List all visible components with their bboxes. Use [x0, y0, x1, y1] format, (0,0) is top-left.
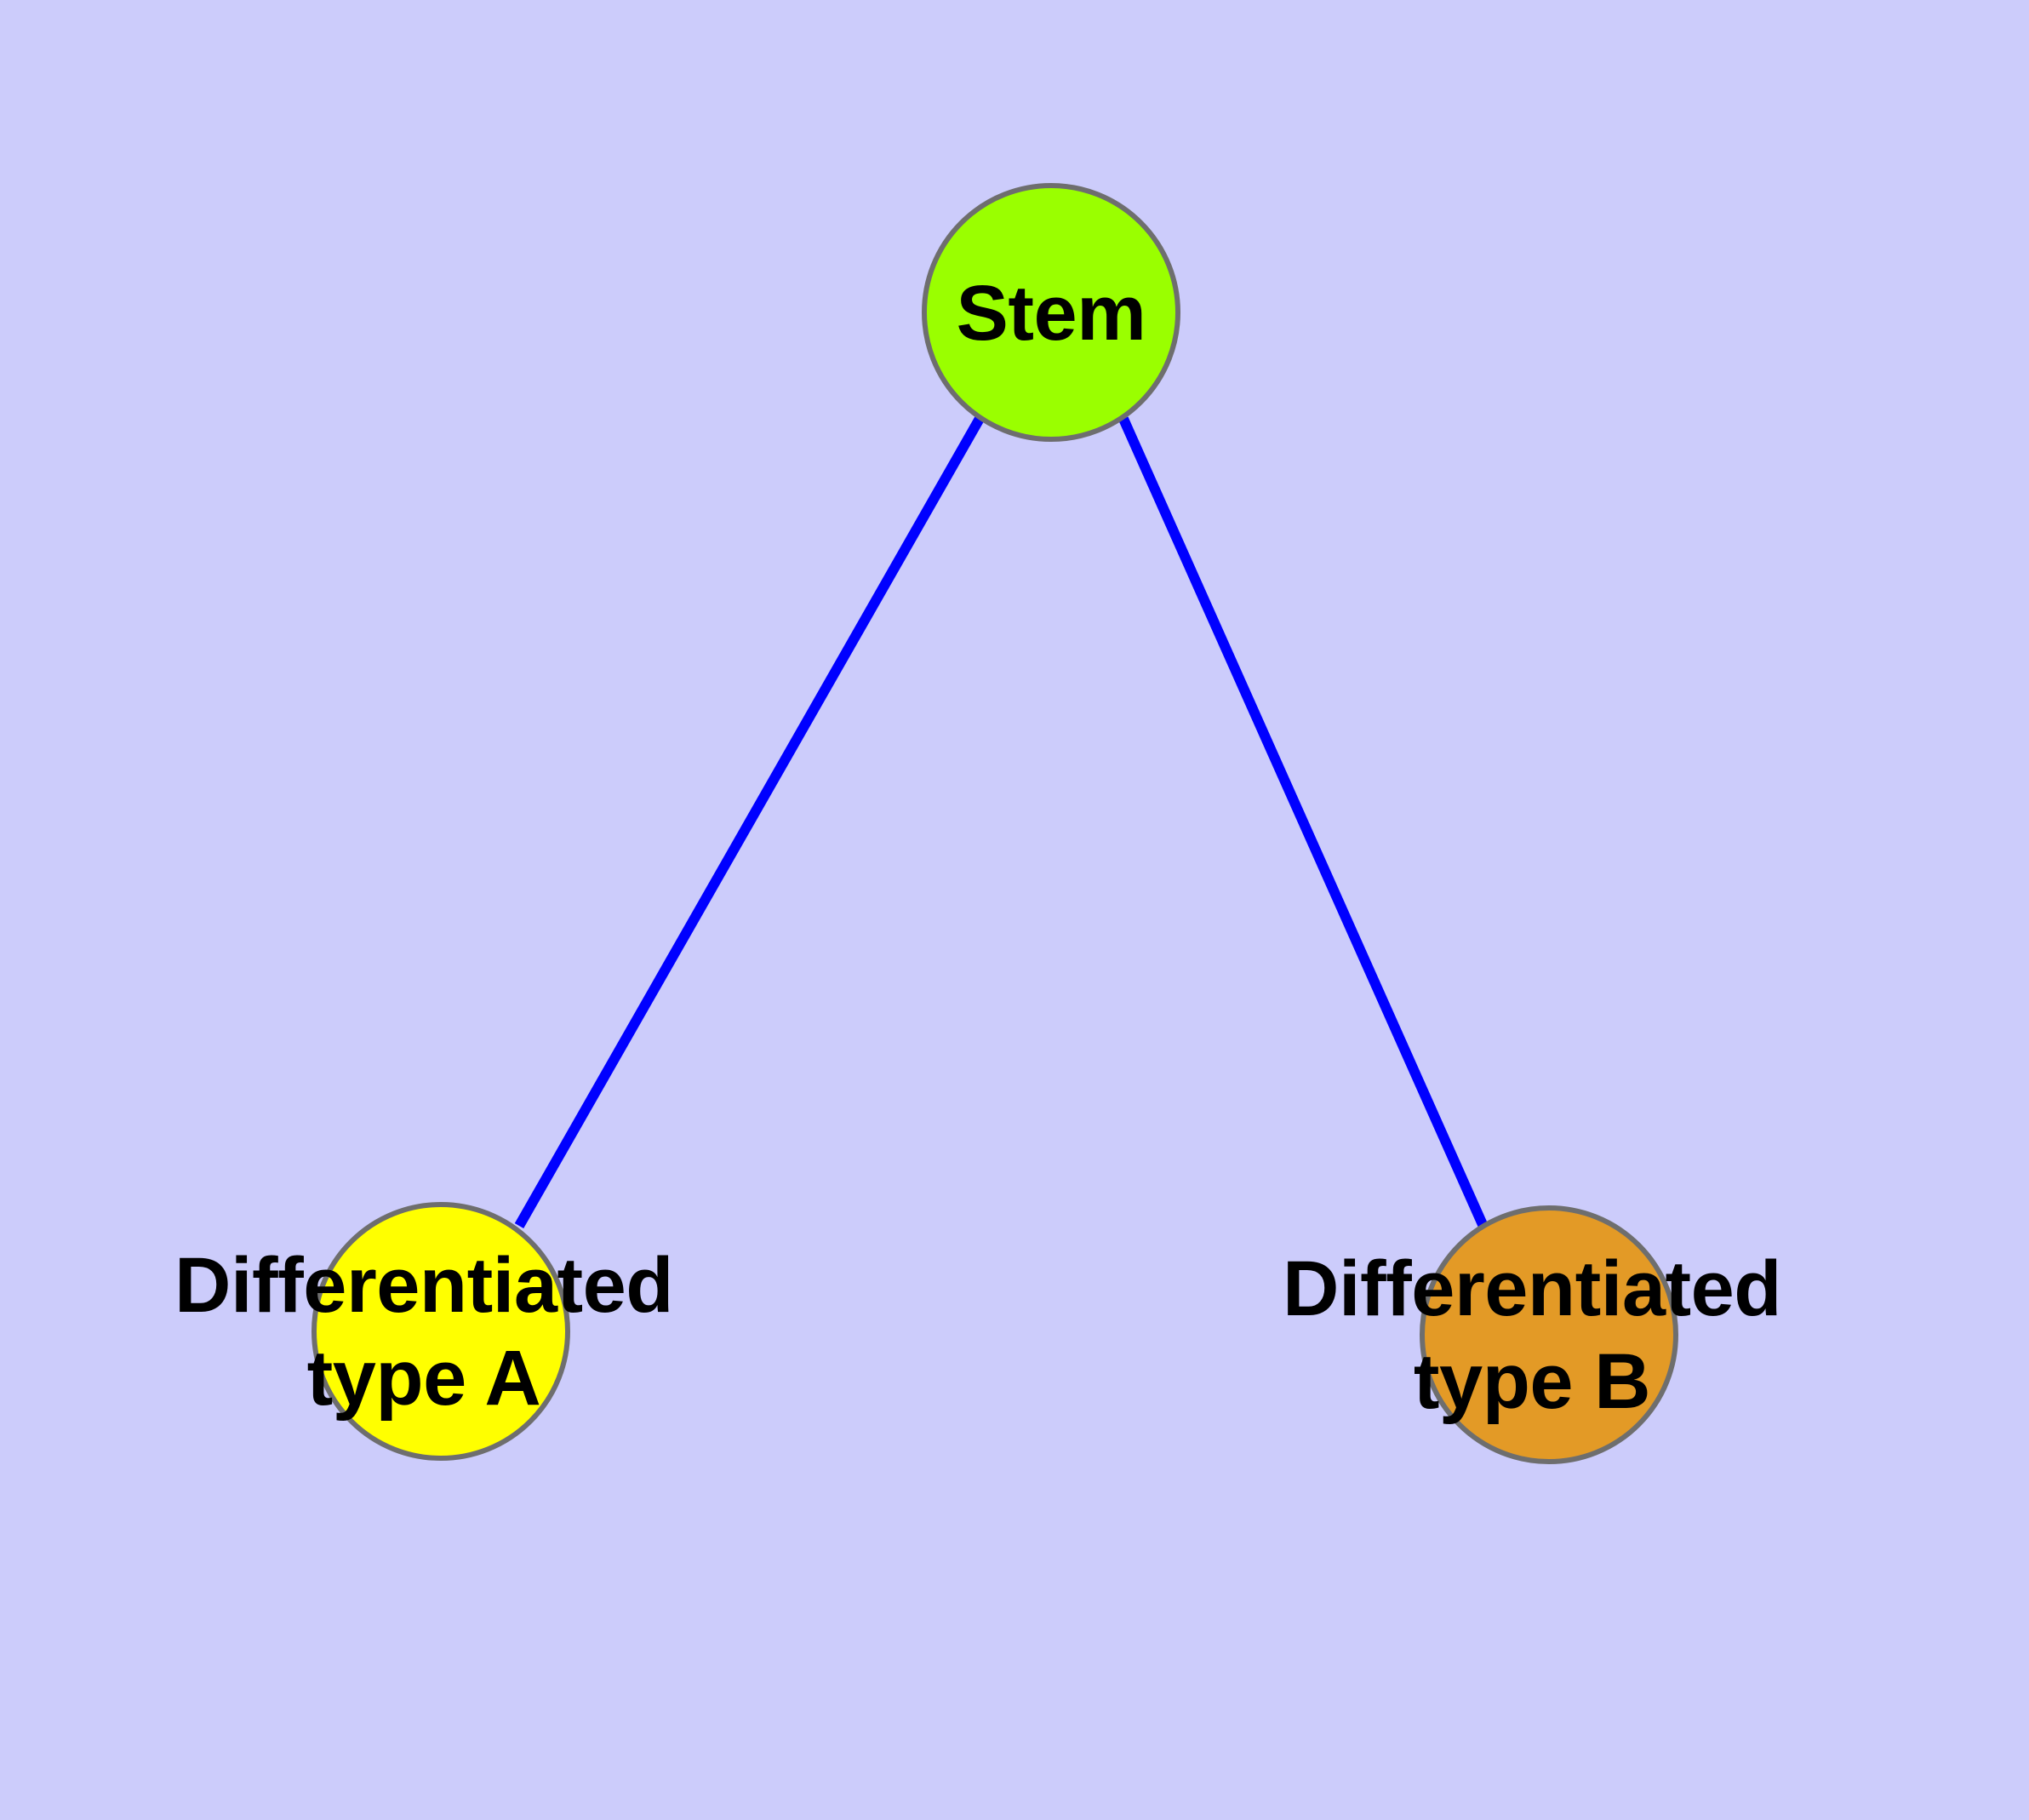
node-circle-diff_a[interactable] [311, 1202, 570, 1461]
nodes-group [311, 183, 1678, 1464]
edges-group [514, 415, 1489, 1231]
node-circle-diff_b[interactable] [1420, 1205, 1678, 1464]
node-circle-stem[interactable] [922, 183, 1180, 442]
edge-stem-diff-a[interactable] [514, 415, 986, 1228]
edge-stem-diff-b[interactable] [1118, 416, 1489, 1231]
